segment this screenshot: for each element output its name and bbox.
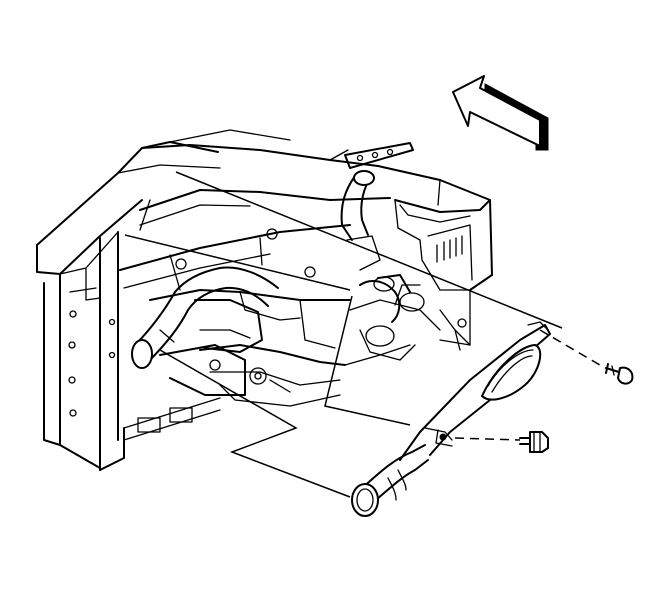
bolt-icon bbox=[519, 431, 549, 453]
fender-pillar bbox=[36, 141, 221, 471]
heater-hose bbox=[340, 170, 411, 323]
upper-radiator-hose bbox=[131, 266, 279, 396]
fastener-paths bbox=[454, 329, 606, 441]
callout-leaders bbox=[124, 171, 563, 498]
coolant-reservoir-bracket bbox=[399, 321, 551, 461]
front-of-vehicle-arrow-icon bbox=[452, 75, 549, 151]
radiator-support bbox=[119, 224, 467, 407]
lower-radiator-hose bbox=[351, 444, 429, 517]
cowl-panel bbox=[117, 129, 414, 231]
screw-icon bbox=[605, 363, 634, 385]
